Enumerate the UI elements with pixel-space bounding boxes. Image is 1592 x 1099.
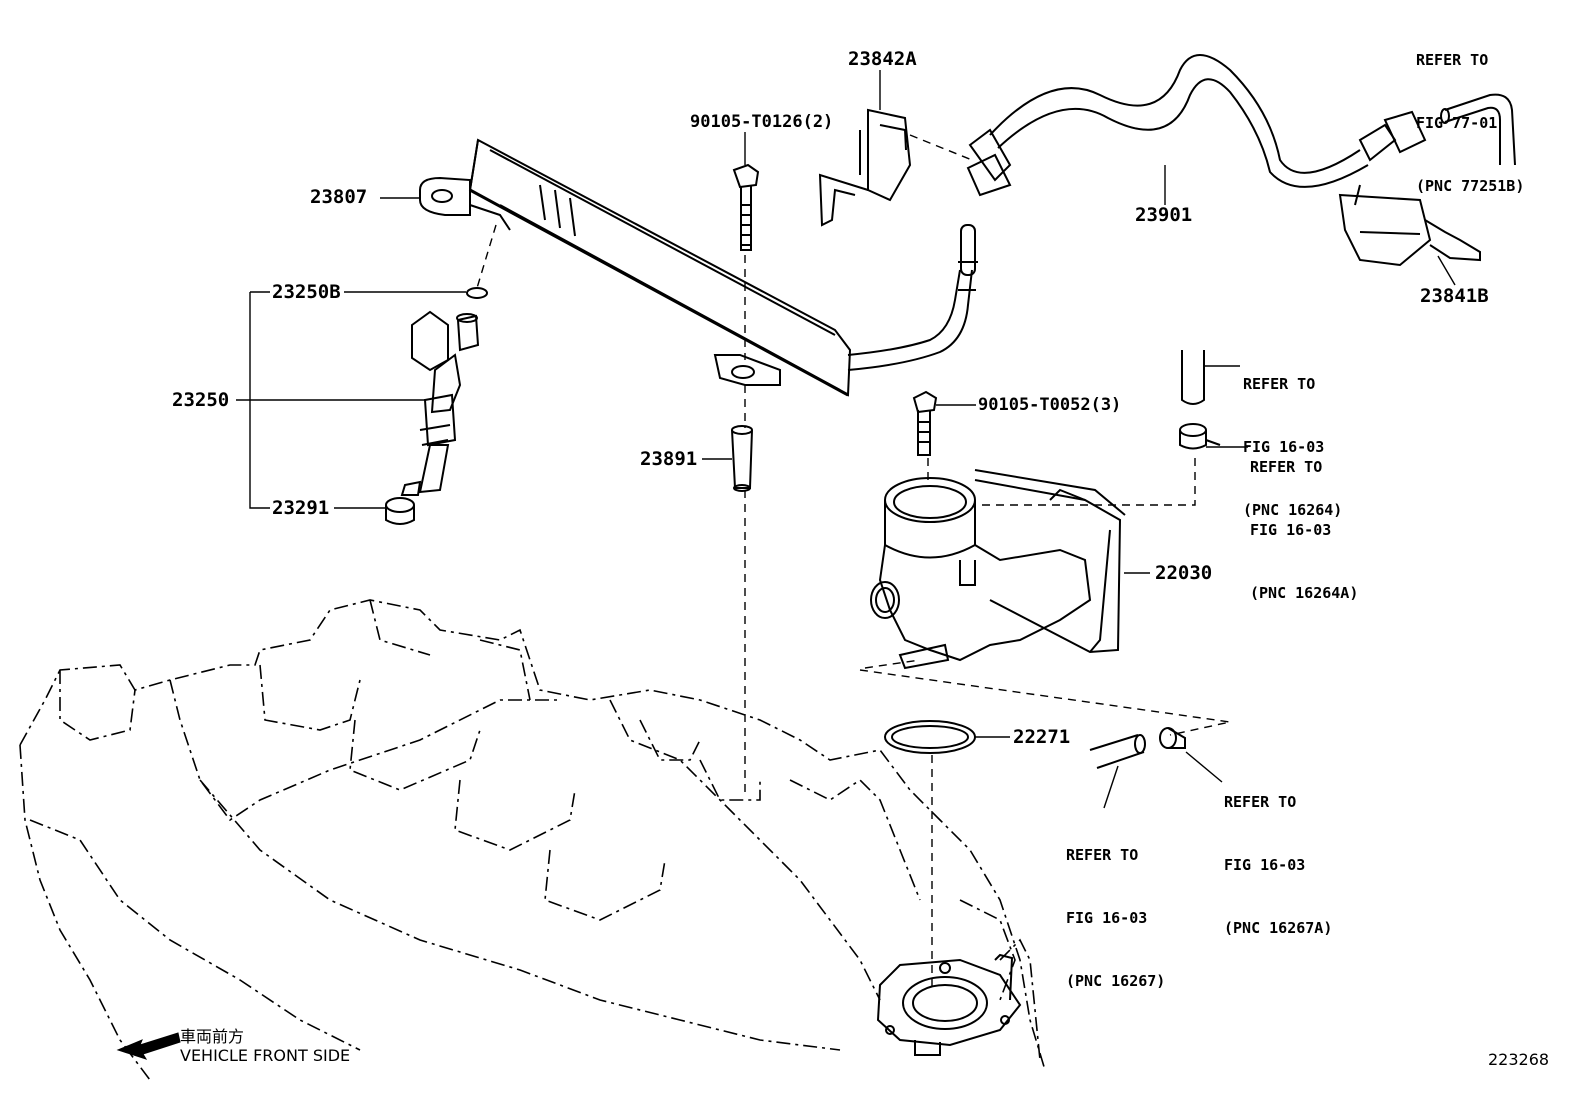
refer-77251B: REFER TO FIG 77-01 (PNC 77251B) bbox=[1416, 8, 1524, 239]
refer-line-2: FIG 16-03 bbox=[1224, 856, 1306, 874]
refer-line-3: (PNC 16267A) bbox=[1224, 919, 1333, 937]
label-23891: 23891 bbox=[640, 448, 698, 470]
label-90105-T0052: 90105-T0052(3) bbox=[978, 395, 1122, 415]
refer-16264: REFER TO FIG 16-03 (PNC 16264) bbox=[1243, 332, 1342, 563]
clamp-23842A bbox=[818, 108, 912, 227]
label-23250: 23250 bbox=[172, 389, 230, 411]
refer-16267A: REFER TO FIG 16-03 (PNC 16267A) bbox=[1224, 750, 1332, 981]
fuel-hose-23901 bbox=[966, 54, 1427, 197]
insulator-23291 bbox=[385, 497, 415, 525]
refer-line-3: (PNC 16264) bbox=[1243, 501, 1343, 519]
fuel-injector bbox=[400, 310, 480, 496]
o-ring-23250B bbox=[466, 287, 488, 299]
bolt-90105-T0126 bbox=[732, 163, 760, 251]
fuel-delivery-pipe bbox=[419, 138, 978, 397]
collar-23891 bbox=[731, 425, 753, 492]
gasket-22271 bbox=[884, 720, 976, 754]
refer-line-2: FIG 16-03 bbox=[1243, 438, 1325, 456]
arrow-left-icon bbox=[116, 1032, 181, 1060]
hose-stub-16264 bbox=[1181, 350, 1205, 405]
refer-line-2: FIG 77-01 bbox=[1416, 114, 1498, 132]
vehicle-front-label-en: VEHICLE FRONT SIDE bbox=[180, 1046, 351, 1065]
engine-phantom-outline bbox=[19, 599, 1046, 1081]
bolt-90105-T0052 bbox=[912, 390, 938, 456]
hose-stub-77251B bbox=[1440, 93, 1516, 166]
throttle-body-22030 bbox=[870, 469, 1126, 670]
label-23841B: 23841B bbox=[1420, 285, 1489, 307]
refer-line-1: REFER TO bbox=[1243, 375, 1316, 393]
refer-line-3: (PNC 16267) bbox=[1066, 972, 1166, 990]
label-23807: 23807 bbox=[310, 186, 368, 208]
label-90105-T0126: 90105-T0126(2) bbox=[690, 112, 834, 132]
label-22271: 22271 bbox=[1013, 726, 1071, 748]
refer-16267: REFER TO FIG 16-03 (PNC 16267) bbox=[1066, 803, 1165, 1034]
clamp-23841B bbox=[1338, 184, 1481, 267]
intake-flange bbox=[876, 953, 1022, 1056]
label-22030: 22030 bbox=[1155, 562, 1213, 584]
refer-line-1: REFER TO bbox=[1224, 793, 1297, 811]
label-23291: 23291 bbox=[272, 497, 330, 519]
clip-16267A bbox=[1159, 727, 1186, 749]
refer-line-1: REFER TO bbox=[1250, 458, 1323, 476]
hose-stub-16267 bbox=[1089, 734, 1146, 769]
vehicle-front-label-jp: 車両前方 bbox=[180, 1027, 245, 1046]
clip-16264A bbox=[1179, 423, 1221, 450]
refer-line-2: FIG 16-03 bbox=[1066, 909, 1148, 927]
label-23901: 23901 bbox=[1135, 204, 1193, 226]
refer-line-1: REFER TO bbox=[1066, 846, 1139, 864]
refer-line-1: REFER TO bbox=[1416, 51, 1489, 69]
label-23842A: 23842A bbox=[848, 48, 917, 70]
refer-line-3: (PNC 16264A) bbox=[1250, 584, 1359, 602]
refer-16264A: REFER TO FIG 16-03 (PNC 16264A) bbox=[1250, 415, 1358, 646]
alignment-lines bbox=[476, 134, 1231, 990]
refer-line-3: (PNC 77251B) bbox=[1416, 177, 1525, 195]
label-23250B: 23250B bbox=[272, 281, 341, 303]
illustration-number: 223268 bbox=[1488, 1050, 1550, 1069]
leader-lines bbox=[236, 70, 1456, 809]
refer-line-2: FIG 16-03 bbox=[1250, 521, 1332, 539]
